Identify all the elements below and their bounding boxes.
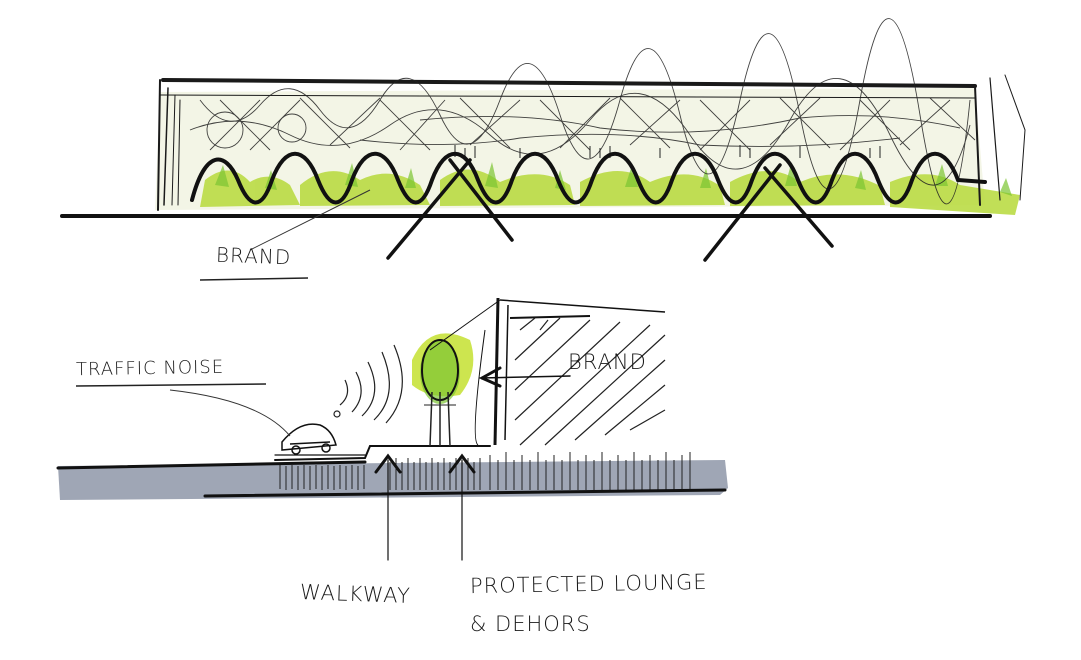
noise-waves bbox=[333, 344, 403, 424]
label-walkway: WALKWAY bbox=[299, 580, 412, 608]
underline-traffic-noise bbox=[75, 383, 267, 387]
canopy-ticks bbox=[454, 145, 881, 158]
tree bbox=[412, 333, 474, 447]
label-brand-top: BRAND bbox=[215, 242, 292, 270]
support-legs bbox=[386, 158, 834, 262]
section-sketch bbox=[56, 297, 728, 561]
ground-hatch bbox=[279, 452, 691, 490]
elevation-sketch bbox=[60, 18, 1026, 281]
leader-traffic-noise bbox=[169, 389, 291, 437]
underline-brand-top bbox=[199, 277, 309, 281]
building-hatch bbox=[514, 317, 666, 446]
label-brand-section: BRAND bbox=[568, 350, 647, 374]
label-protected-lounge: PROTECTED LOUNGE bbox=[469, 569, 708, 599]
pointer-arrows bbox=[374, 453, 476, 561]
wave-brand-line bbox=[190, 151, 987, 205]
canopy-scribble bbox=[189, 18, 976, 205]
leader-brand-top bbox=[249, 189, 371, 251]
brand-arrow bbox=[479, 366, 571, 388]
label-traffic-noise: TRAFFIC NOISE bbox=[75, 356, 225, 381]
canopy-outline bbox=[157, 74, 1026, 211]
label-dehors: & DEHORS bbox=[470, 612, 591, 636]
car bbox=[281, 423, 337, 455]
ground-wash bbox=[58, 460, 728, 500]
